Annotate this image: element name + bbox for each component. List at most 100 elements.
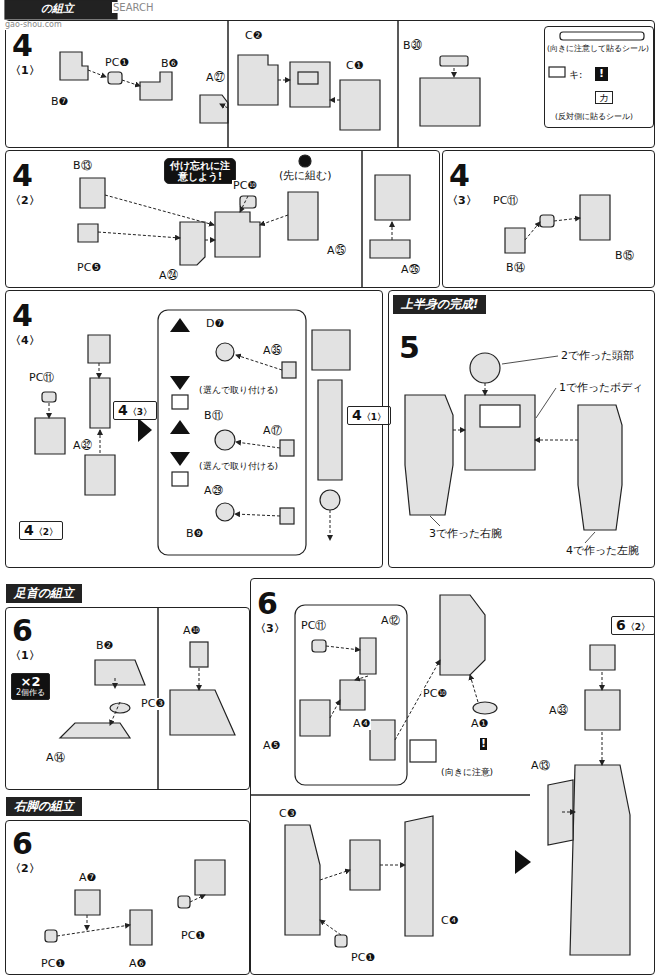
part-label: A❼ [78,872,97,884]
step-panel: 4 〈1〉 (向きに注意して貼るシール) キ:! カ (反対側に貼るシール) [5,20,655,148]
section-banner: 足首の組立 [6,584,82,603]
quantity-note: 2個作る [16,689,45,698]
section-banner: 上半身の完成! [393,295,486,314]
step-panel: 4〈4〉4〈3〉4〈2〉4〈1〉 [5,290,383,568]
part-label: 1で作ったボディ [558,382,644,394]
substep-number: 〈2〉 [10,195,40,207]
part-label: B⑭ [505,262,526,274]
substep-number: 〈2〉 [626,623,650,633]
part-label: A⑫ [380,615,401,627]
part-label: C❶ [345,60,365,72]
sticker-key: キ: [569,69,582,80]
part-label: PC❶ [180,930,206,942]
step-panel: 4 〈2〉 付け忘れに注意しよう! [5,150,440,288]
step-number: 4 [118,403,128,418]
part-label: PC⑪ [492,195,519,207]
step-number: 6 [257,587,278,620]
step-number: 4 [352,408,362,423]
section-banner: の組立 [40,3,75,15]
step-reference: 6〈2〉 [611,616,655,635]
step-number: 4 [12,299,33,332]
step-number: 4 [12,29,33,62]
part-label: (向きに注意) [440,768,494,778]
step-number: 4 [24,523,34,538]
quantity: ×2 [21,675,41,689]
note-text: (反対側に貼るシール) [555,113,633,121]
step-number: 6 [12,827,33,860]
part-label: PC⑪ [300,620,327,632]
watermark: gao-shou.com [4,21,63,30]
warning-box: 付け忘れに注意しよう! [164,158,236,184]
part-label: PC❸ [140,698,166,710]
part-label: PC❺ [76,262,102,274]
part-label: (選んで取り付ける) [198,386,279,396]
quantity-box: ×22個作る [11,673,50,700]
substep-number: 〈2〉 [10,863,40,875]
step-reference: 4〈2〉 [19,521,63,540]
substep-number: 〈3〉 [128,408,152,418]
step-panel: 4〈3〉 [442,150,655,288]
part-label: B❷ [95,640,114,652]
part-label: A⑬ [530,760,551,772]
part-label: B⑪ [203,410,224,422]
part-label: A㉟ [262,345,283,357]
step-number: 4 [449,159,470,192]
note-text: (向きに注意して貼るシール) [547,45,649,53]
substep-number: 〈1〉 [10,650,40,662]
step-number: 4 [12,159,33,192]
sticker-key: カ [595,91,613,104]
part-label: PC❿ [422,688,448,700]
part-label: A❿ [182,625,201,637]
part-label: A❶ [470,718,489,730]
step-reference: 4〈3〉 [113,401,157,420]
substep-number: 〈3〉 [447,195,477,207]
part-label: C❷ [244,30,264,42]
part-label: (先に組む) [278,170,333,182]
substep-number: 〈3〉 [255,623,285,635]
part-label: B❻ [160,58,179,70]
part-label: ! [480,738,487,750]
part-label: D❼ [205,318,225,330]
sticker-note: (向きに注意して貼るシール) キ:! カ (反対側に貼るシール) [544,26,654,128]
substep-number: 〈1〉 [362,413,386,423]
step-panel: 足首の組立6〈1〉×22個作る [5,607,250,790]
step-number: 6 [616,618,626,633]
watermark: SEARCH [112,2,154,13]
part-label: A㉕ [326,245,347,257]
part-label: B⑬ [72,160,93,172]
part-label: A㉙ [203,485,224,497]
part-label: PC❿ [232,180,258,192]
part-label: B❼ [50,96,69,108]
part-label: PC❶ [104,57,130,69]
part-label: A㉔ [158,270,179,282]
part-label: A㉖ [400,264,421,276]
part-label: 2で作った頭部 [560,350,635,362]
part-label: A❻ [128,958,147,970]
part-label: 3で作った右腕 [428,528,503,540]
part-label: A❺ [262,740,281,752]
step-number: 5 [399,331,420,364]
part-label: A❹ [352,718,371,730]
substep-number: 〈2〉 [34,528,58,538]
part-label: A⑭ [45,752,66,764]
part-label: PC⑪ [28,372,55,384]
part-label: B㉚ [402,40,423,52]
part-label: PC❶ [40,958,66,970]
part-label: A㉜ [72,440,93,452]
substep-number: 〈1〉 [10,65,40,77]
part-label: B⑮ [614,250,635,262]
part-label: A㉝ [548,705,569,717]
step-panel: 右脚の組立6〈2〉 [5,820,250,975]
part-label: C❸ [278,808,298,820]
part-label: PC❶ [350,952,376,964]
part-label: B❾ [185,528,204,540]
step-number: 6 [12,614,33,647]
part-label: 4で作った左腕 [565,545,640,557]
part-label: A㉗ [205,72,226,84]
step-panel: 上半身の完成! 5 [388,290,655,568]
warning-mark: ! [595,67,608,81]
substep-number: 〈4〉 [10,335,40,347]
part-label: (選んで取り付ける) [198,462,279,472]
